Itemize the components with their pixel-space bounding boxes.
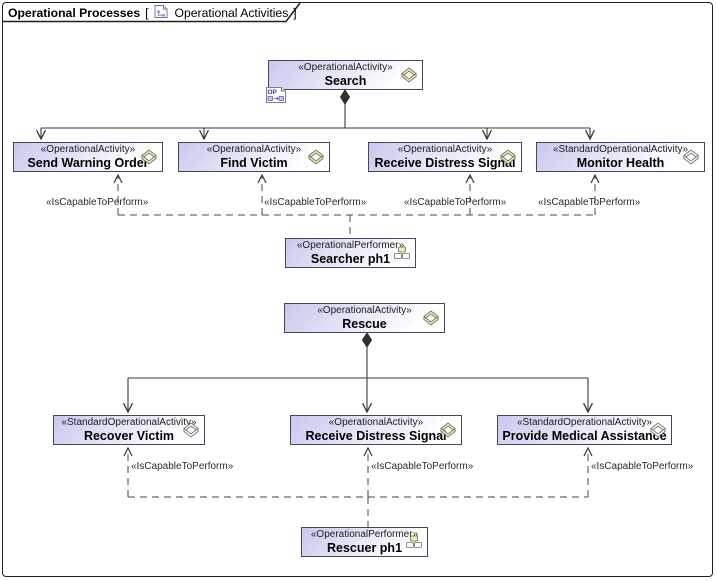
edge-label-is-capable-to-perform[interactable]: «IsCapableToPerform» [46, 197, 149, 208]
frame-header-tab-outline [3, 2, 301, 23]
composition-diamond [361, 332, 373, 348]
operational-activity-chevron-icon [422, 310, 440, 326]
operational-performer-icon [393, 246, 411, 260]
node-stereotype: «StandardOperationalActivity» [516, 417, 653, 428]
node-stereotype: «OperationalActivity» [206, 144, 302, 155]
node-provide-medical-assistance[interactable]: «StandardOperationalActivity» Provide Me… [497, 415, 672, 445]
node-rescuer-ph1[interactable]: «OperationalPerformer» Rescuer ph1 [301, 527, 428, 557]
frame-diagram-name: Operational Activities [174, 6, 289, 20]
node-stereotype: «OperationalActivity» [397, 144, 493, 155]
node-recover-victim[interactable]: «StandardOperationalActivity» Recover Vi… [53, 415, 205, 445]
node-search[interactable]: «OperationalActivity» Search OP [266, 60, 423, 103]
edge-label-is-capable-to-perform[interactable]: «IsCapableToPerform» [371, 461, 474, 472]
edge-label-is-capable-to-perform[interactable]: «IsCapableToPerform» [131, 461, 234, 472]
composition-diamond [339, 89, 351, 105]
node-stereotype: «OperationalActivity» [40, 144, 136, 155]
node-name: Provide Medical Assistance [502, 429, 667, 443]
standard-operational-activity-chevron-icon [682, 149, 700, 165]
node-name: Receive Distress Signal [374, 156, 516, 170]
composition-connector-rescue-tree[interactable] [128, 332, 588, 412]
node-receive-distress-signal-top[interactable]: «OperationalActivity» Receive Distress S… [368, 142, 522, 172]
edge-label-is-capable-to-perform[interactable]: «IsCapableToPerform» [538, 197, 641, 208]
node-stereotype: «StandardOperationalActivity» [552, 144, 689, 155]
node-name: Rescuer ph1 [326, 541, 403, 555]
edge-label-is-capable-to-perform[interactable]: «IsCapableToPerform» [264, 197, 367, 208]
operational-activity-chevron-icon [400, 67, 418, 83]
frame-bracket-close: ] [293, 6, 297, 20]
node-monitor-health[interactable]: «StandardOperationalActivity» Monitor He… [536, 142, 705, 172]
operational-activity-chevron-icon [307, 149, 325, 165]
node-send-warning-order[interactable]: «OperationalActivity» Send Warning Order [13, 142, 163, 172]
is-capable-to-perform-connectors-rescuer[interactable] [128, 448, 588, 527]
subdiagram-shortcut-icon[interactable]: OP [266, 87, 286, 103]
node-name: Search [324, 74, 367, 88]
node-stereotype: «OperationalActivity» [317, 305, 412, 316]
composition-connector-search-tree[interactable] [41, 89, 590, 139]
node-rescue[interactable]: «OperationalActivity» Rescue [284, 303, 445, 333]
operational-activity-chevron-icon [499, 149, 517, 165]
node-name: Monitor Health [576, 156, 665, 170]
node-stereotype: «OperationalActivity» [298, 62, 393, 73]
standard-operational-activity-chevron-icon [182, 422, 200, 438]
frame-bracket-open: [ [145, 6, 149, 20]
node-receive-distress-signal-bottom[interactable]: «OperationalActivity» Receive Distress S… [290, 415, 462, 445]
is-capable-to-perform-connectors-searcher[interactable] [118, 175, 595, 238]
node-name: Searcher ph1 [310, 252, 391, 266]
node-stereotype: «OperationalActivity» [328, 417, 424, 428]
node-name: Send Warning Order [27, 156, 149, 170]
operational-performer-icon [405, 535, 423, 549]
node-name: Receive Distress Signal [305, 429, 447, 443]
node-name: Find Victim [220, 156, 288, 170]
standard-operational-activity-chevron-icon [649, 422, 667, 438]
node-name: Recover Victim [83, 429, 175, 443]
diagram-icon [153, 4, 169, 22]
edge-label-is-capable-to-perform[interactable]: «IsCapableToPerform» [591, 461, 694, 472]
node-stereotype: «OperationalPerformer» [310, 529, 419, 540]
svg-text:OP: OP [268, 89, 278, 96]
operational-activity-chevron-icon [439, 422, 457, 438]
node-name: Rescue [342, 317, 387, 331]
node-stereotype: «StandardOperationalActivity» [61, 417, 197, 428]
frame-title: Operational Processes [8, 6, 141, 20]
operational-activity-chevron-icon [140, 149, 158, 165]
diagram-frame-header[interactable]: Operational Processes [ Operational Acti… [8, 4, 297, 22]
edge-label-is-capable-to-perform[interactable]: «IsCapableToPerform» [404, 197, 507, 208]
node-stereotype: «OperationalPerformer» [296, 240, 405, 251]
node-searcher-ph1[interactable]: «OperationalPerformer» Searcher ph1 [285, 238, 416, 268]
node-find-victim[interactable]: «OperationalActivity» Find Victim [178, 142, 330, 172]
